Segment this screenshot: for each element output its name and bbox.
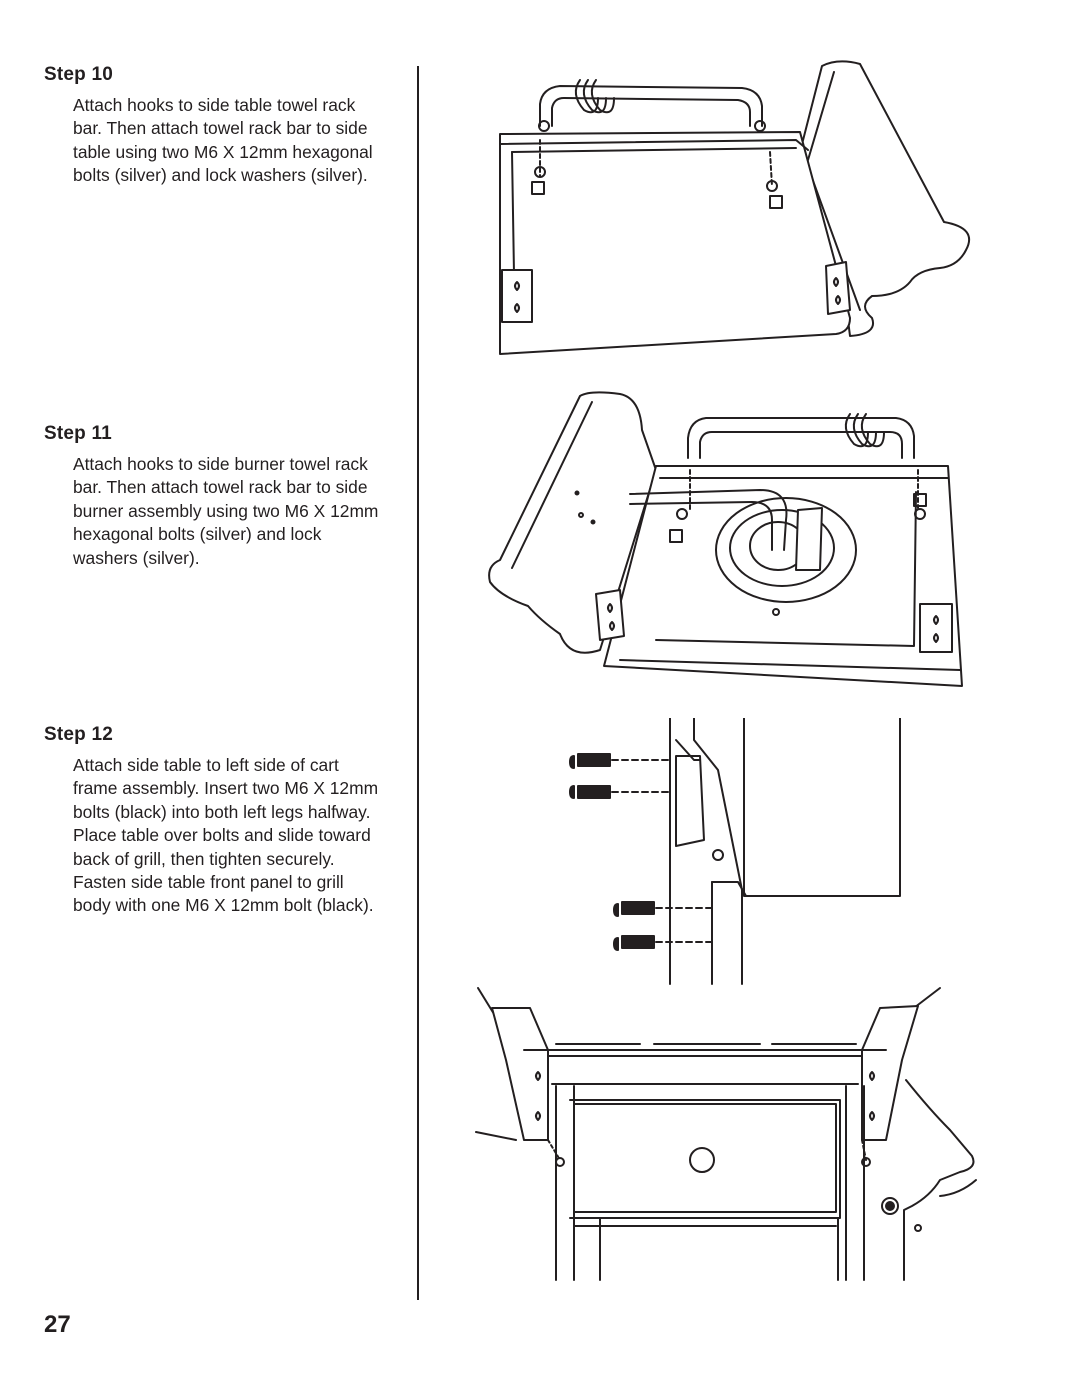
step-10-text: Attach hooks to side table towel rack ba… bbox=[73, 95, 373, 186]
step-12-cart-illustration bbox=[470, 985, 980, 1285]
step-12-title: Step 12 bbox=[44, 724, 113, 745]
step-10-title: Step 10 bbox=[44, 64, 113, 85]
step-11: Step 11 Attach hooks to side burner towe… bbox=[44, 423, 384, 570]
step-12: Step 12 Attach side table to left side o… bbox=[44, 724, 384, 918]
step-11-title: Step 11 bbox=[44, 423, 112, 444]
step-10: Step 10 Attach hooks to side table towel… bbox=[44, 64, 384, 188]
step-11-text: Attach hooks to side burner towel rack b… bbox=[73, 454, 379, 568]
column-divider bbox=[417, 66, 419, 1300]
page-number: 27 bbox=[44, 1311, 71, 1338]
step-12-text: Attach side table to left side of cart f… bbox=[73, 755, 379, 916]
step-12-bolt-detail bbox=[560, 718, 910, 988]
step-11-illustration bbox=[480, 390, 980, 695]
step-10-illustration bbox=[480, 58, 980, 368]
